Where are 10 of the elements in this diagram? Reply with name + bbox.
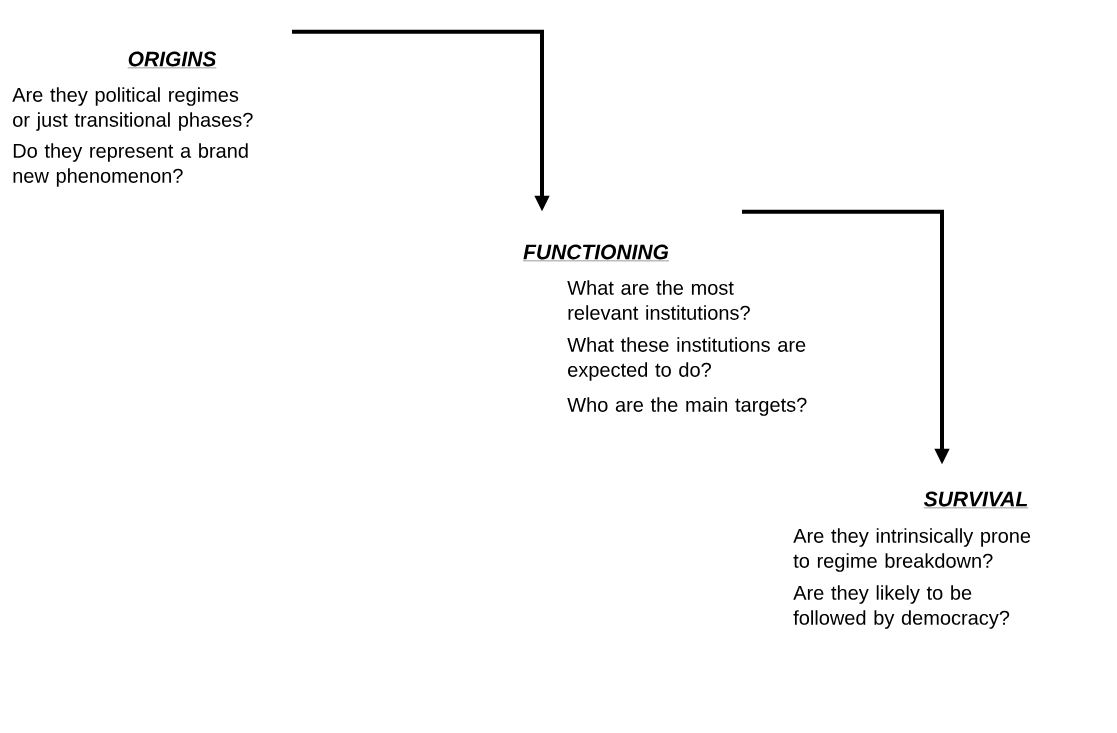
question-text: What are the most relevant institutions?: [567, 280, 750, 320]
question-text: What these institutions are expected to do?: [567, 337, 806, 381]
section-heading: ORIGINS: [127, 51, 217, 69]
question-text: Are they intrinsically prone to regime breakdown?: [793, 528, 1031, 572]
question-text: Are they political regimes or just transitional phases?: [12, 87, 253, 131]
question-text: Do they represent a brand new phenomenon?: [13, 143, 248, 187]
question-text: Who are the main targets?: [567, 397, 807, 416]
section-heading: SURVIVAL: [923, 491, 1029, 509]
question-text: Are they likely to be followed by democracy?: [793, 585, 1010, 629]
section-heading: FUNCTIONING: [522, 244, 670, 262]
